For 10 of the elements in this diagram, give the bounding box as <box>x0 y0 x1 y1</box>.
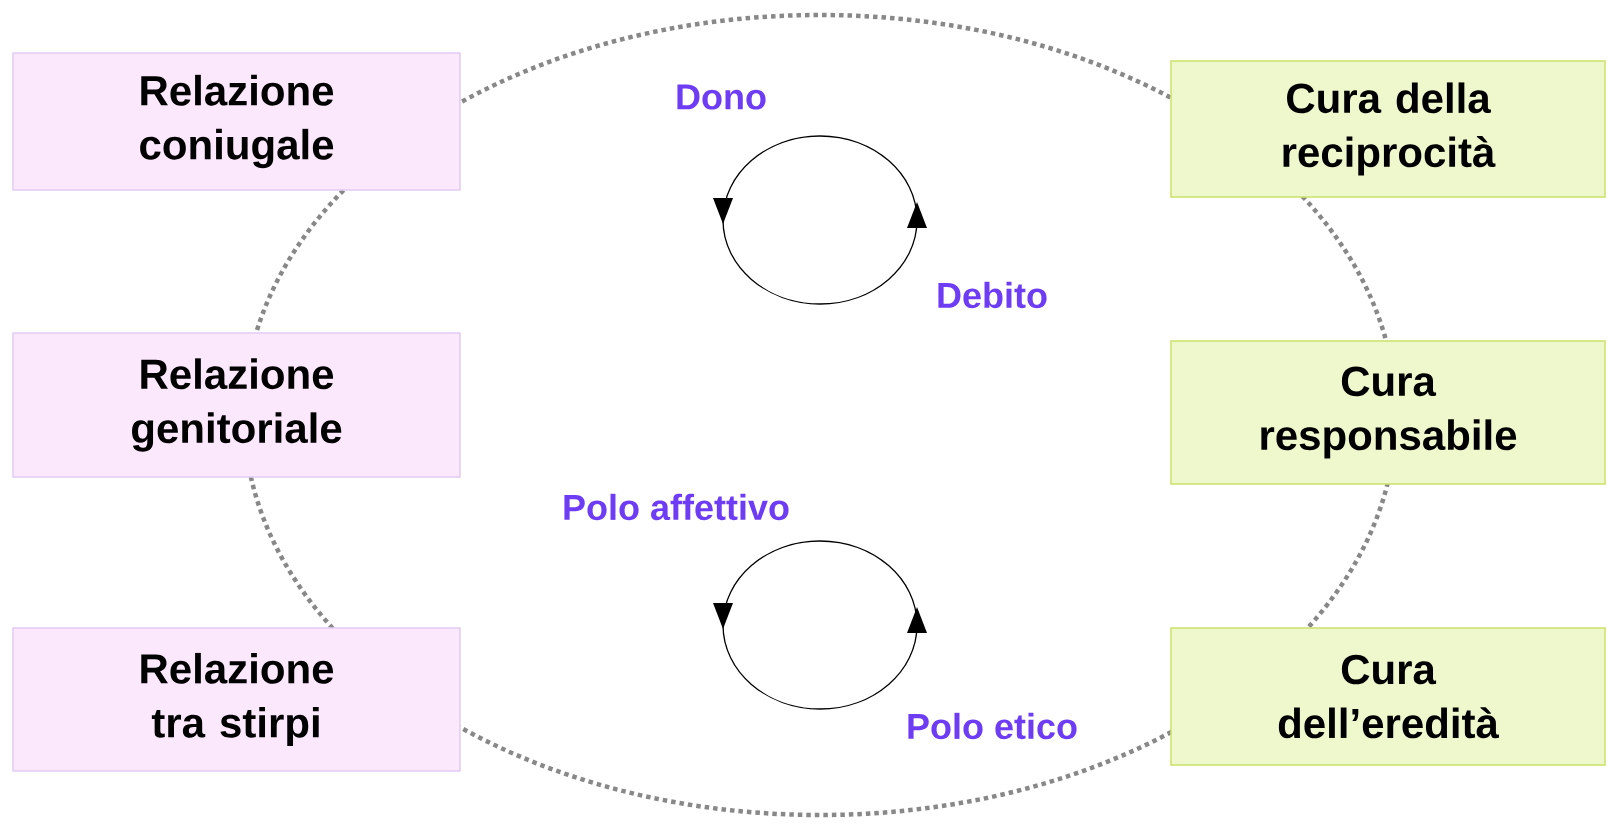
text-box: Relazione genitoriale <box>12 332 461 478</box>
text-box: Relazione coniugale <box>12 52 461 191</box>
cycle-label: Dono <box>677 84 766 110</box>
cycle-label: Polo etico <box>908 712 1077 740</box>
cycle-label: Polo affettivo <box>564 493 789 521</box>
text-box: Cura responsabile <box>1170 340 1606 485</box>
text-box: Cura dell’eredità <box>1170 627 1606 766</box>
cycle-label: Debito <box>938 281 1047 309</box>
text-box: Relazione tra stirpi <box>12 627 461 772</box>
text-box: Cura della reciprocità <box>1170 60 1606 198</box>
